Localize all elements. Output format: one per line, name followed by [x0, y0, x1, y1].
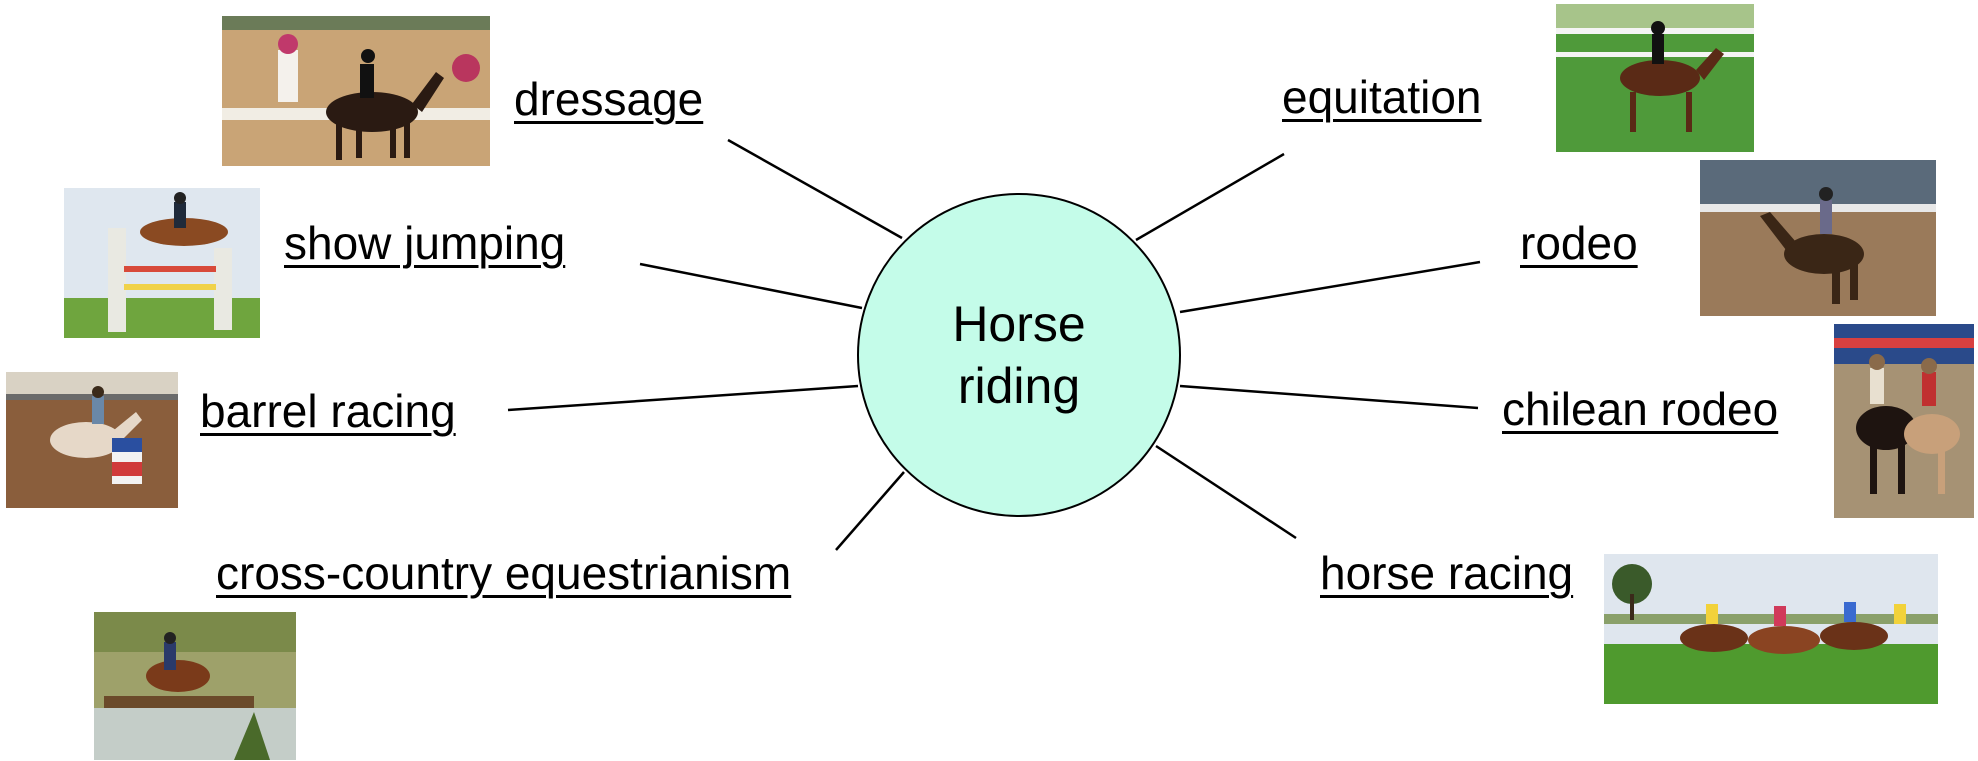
label-chilean-rodeo[interactable]: chilean rodeo: [1502, 383, 1779, 435]
center-label: Horse riding: [952, 296, 1086, 414]
label-horse-racing[interactable]: horse racing: [1320, 547, 1574, 599]
horse-racing-photo: [1604, 554, 1938, 704]
show-jumping-photo: [64, 188, 260, 338]
connector-horse-racing: [1155, 444, 1297, 540]
equitation-photo: [1556, 4, 1754, 152]
label-rodeo[interactable]: rodeo: [1520, 217, 1638, 269]
connector-dressage: [727, 138, 903, 240]
label-cross-country[interactable]: cross-country equestrianism: [216, 547, 792, 599]
connector-equitation: [1135, 152, 1285, 242]
center-node: Horse riding: [857, 193, 1181, 517]
cross-country-photo: [94, 612, 296, 760]
barrel-racing-photo: [6, 372, 178, 508]
connector-chilean-rodeo: [1179, 384, 1479, 410]
connector-rodeo: [1179, 260, 1481, 314]
label-equitation[interactable]: equitation: [1282, 71, 1482, 123]
label-barrel-racing[interactable]: barrel racing: [200, 385, 456, 437]
rodeo-photo: [1700, 160, 1936, 316]
connector-cross-country: [835, 471, 905, 551]
label-show-jumping[interactable]: show jumping: [284, 217, 566, 269]
dressage-photo: [222, 16, 490, 166]
connector-show-jumping: [639, 262, 863, 310]
chilean-rodeo-photo: [1834, 324, 1974, 518]
connector-barrel-racing: [507, 384, 859, 412]
label-dressage[interactable]: dressage: [514, 73, 704, 125]
